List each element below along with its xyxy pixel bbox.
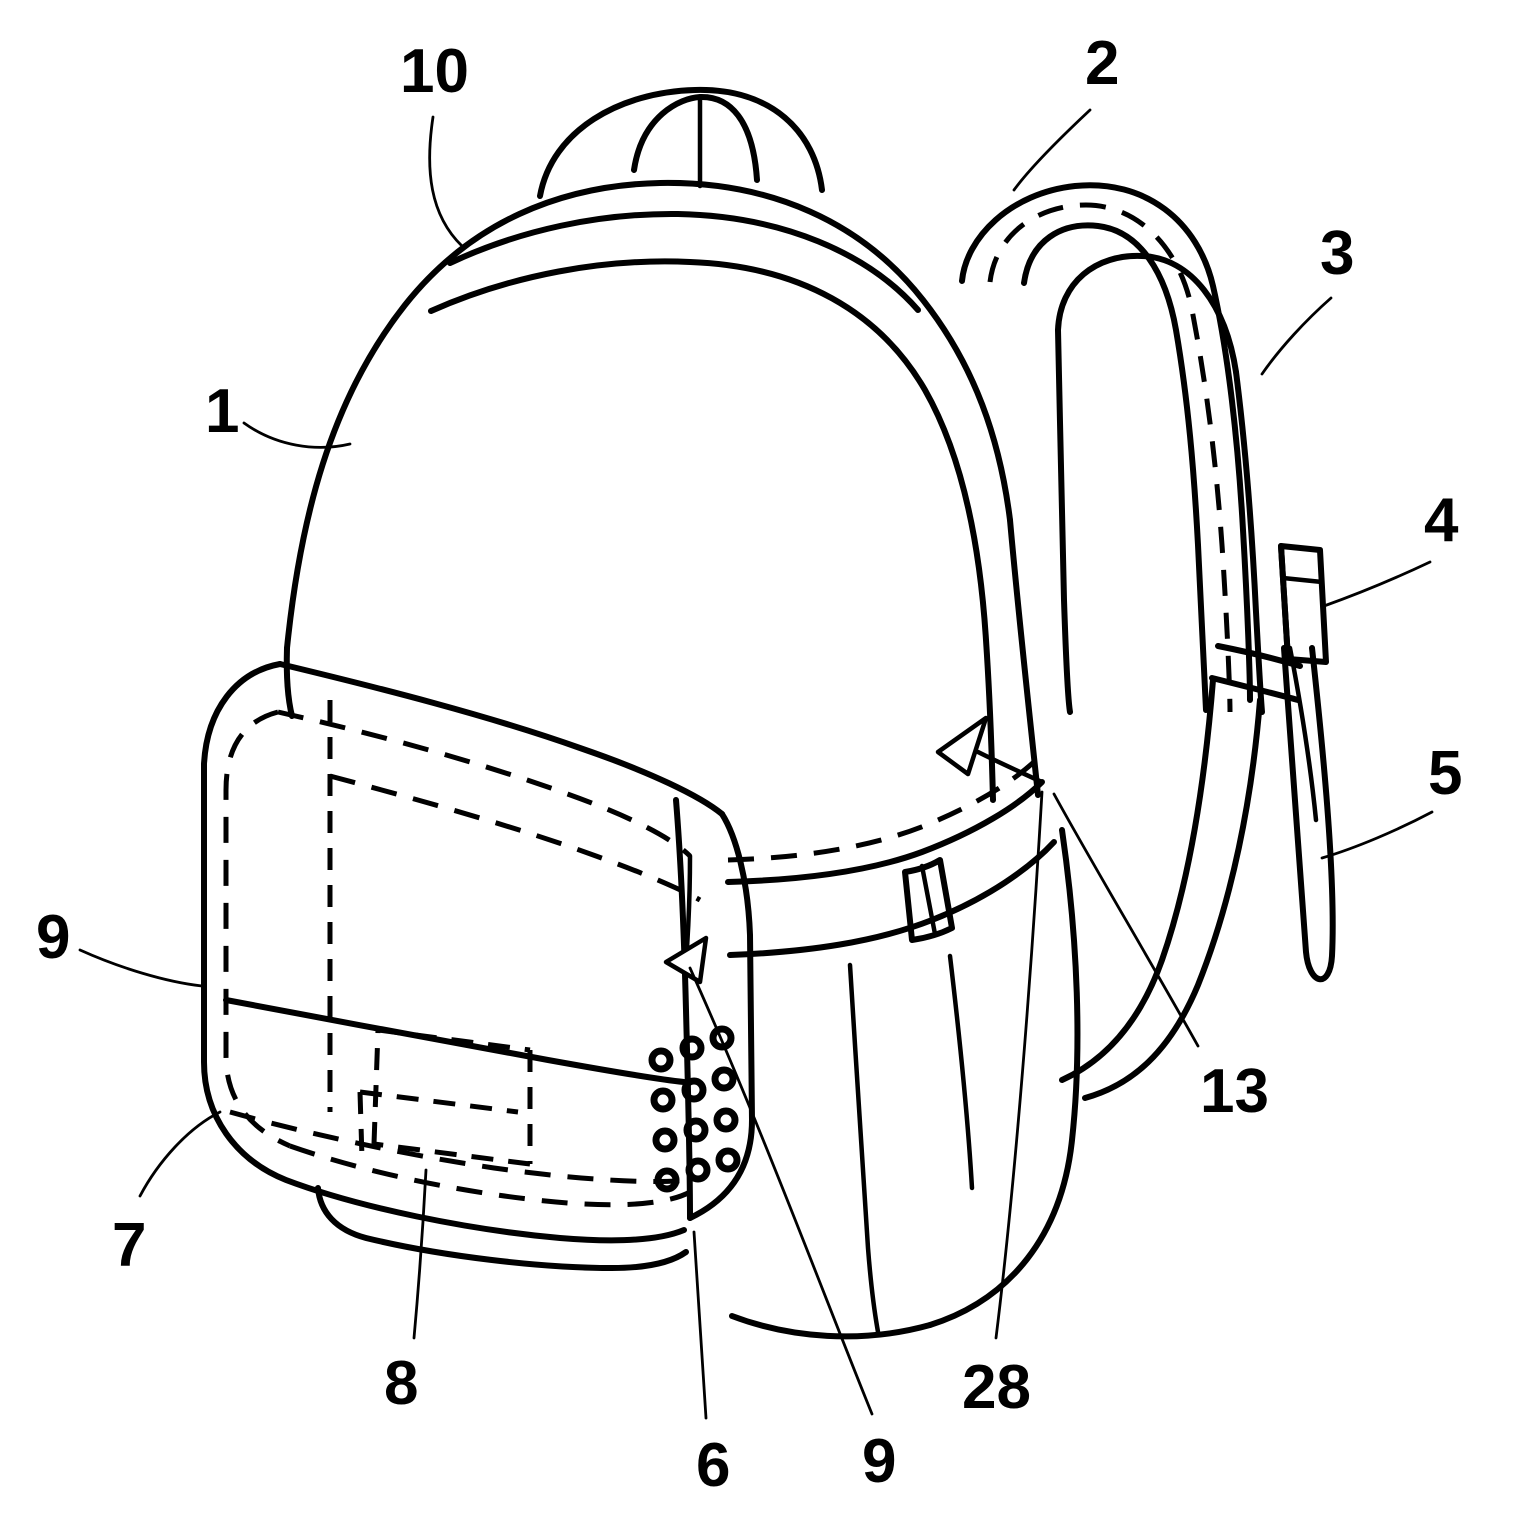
ref-num-7: 7: [112, 1211, 146, 1280]
direction-arrow-lower: [663, 853, 709, 985]
leader-4: [1322, 560, 1432, 608]
ref-num-13: 13: [1200, 1057, 1269, 1126]
ref-num-10: 10: [400, 37, 469, 106]
leader-lines: [78, 108, 1434, 1420]
leader-9b: [688, 966, 874, 1416]
side-gusset-panel: [847, 953, 975, 1335]
shoulder-straps: [959, 182, 1303, 1101]
leader-13: [1052, 792, 1200, 1048]
ref-num-1: 1: [205, 377, 239, 446]
hanging-loop-cord: [1281, 645, 1336, 983]
ref-num-9-bottom: 9: [862, 1427, 896, 1496]
leader-1: [242, 421, 352, 449]
leader-9a: [78, 948, 204, 988]
strap-keeper-buckle: [1278, 543, 1329, 665]
ref-num-2: 2: [1085, 29, 1119, 98]
waist-belt: [725, 750, 1057, 958]
leader-3: [1260, 296, 1333, 376]
ref-num-6: 6: [696, 1431, 730, 1500]
ref-num-3: 3: [1320, 219, 1354, 288]
lid-zipper-seams: [428, 210, 996, 803]
direction-arrow-upper: [935, 715, 1045, 785]
leader-5: [1320, 810, 1434, 860]
perforation-grid: [648, 1025, 741, 1193]
ref-num-4: 4: [1424, 486, 1459, 555]
reference-numerals: 10 2 3 1 4 5 9 7 13 8 6 9 28: [36, 29, 1462, 1500]
ref-num-9-left: 9: [36, 903, 70, 972]
ref-num-28: 28: [962, 1353, 1031, 1422]
leader-28: [994, 790, 1044, 1340]
main-body: [283, 179, 1081, 1340]
ref-num-8: 8: [384, 1349, 418, 1418]
hidden-insert-pocket: [357, 1027, 533, 1167]
leader-10: [428, 115, 464, 248]
ref-num-5: 5: [1428, 739, 1462, 808]
leader-2: [1012, 108, 1092, 192]
front-pocket: [201, 661, 755, 1271]
leader-6: [692, 1230, 708, 1420]
leader-8: [412, 1168, 428, 1340]
top-grab-handle: [537, 86, 825, 199]
leader-7: [138, 1110, 222, 1198]
